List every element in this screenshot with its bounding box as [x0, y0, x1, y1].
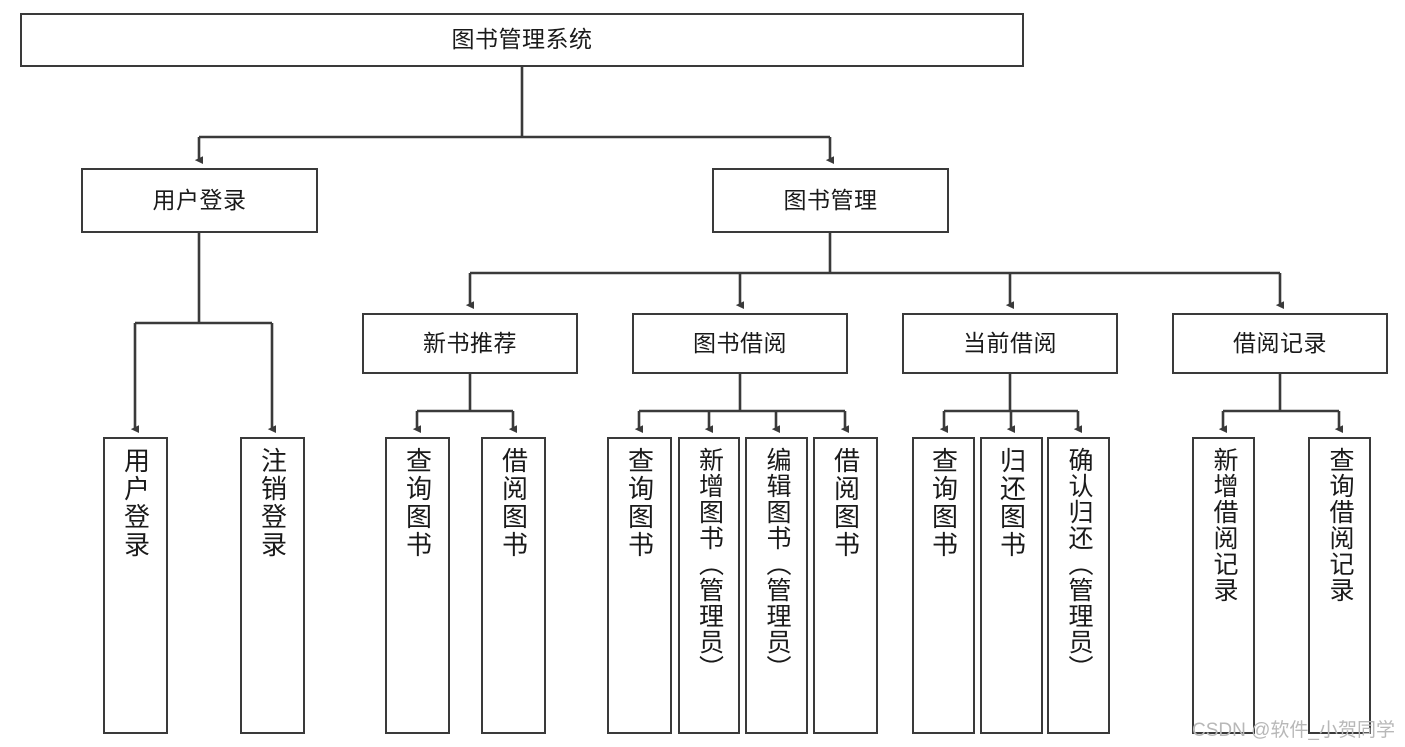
node-book-manage: 图书管理: [712, 168, 949, 233]
node-leaf-return-book: 归还图书: [980, 437, 1043, 734]
node-leaf-logout: 注销登录: [240, 437, 305, 734]
node-borrow-record: 借阅记录: [1172, 313, 1388, 374]
node-label: 新增图书（管理员）: [695, 447, 724, 681]
node-leaf-query-book-1: 查询图书: [385, 437, 450, 734]
node-label: 查询图书: [402, 447, 433, 559]
node-label: 借阅图书: [830, 447, 861, 559]
node-label: 注销登录: [257, 447, 288, 559]
node-label: 新增借阅记录: [1210, 447, 1238, 603]
node-label: 图书管理: [783, 186, 878, 213]
node-leaf-edit-book: 编辑图书（管理员）: [745, 437, 808, 734]
node-leaf-add-record: 新增借阅记录: [1192, 437, 1255, 734]
node-label: 归还图书: [996, 447, 1027, 559]
node-label: 用户登录: [120, 447, 151, 559]
node-label: 查询图书: [928, 447, 959, 559]
node-leaf-borrow-book-2: 借阅图书: [813, 437, 878, 734]
node-label: 借阅记录: [1233, 329, 1327, 356]
csdn-watermark: CSDN @软件_小贺同学: [1192, 720, 1395, 741]
node-leaf-query-book-2: 查询图书: [607, 437, 672, 734]
node-leaf-borrow-book-1: 借阅图书: [481, 437, 546, 734]
node-current-borrow: 当前借阅: [902, 313, 1118, 374]
node-new-book-rec: 新书推荐: [362, 313, 578, 374]
node-label: 用户登录: [152, 186, 247, 213]
node-label: 图书借阅: [693, 329, 787, 356]
node-label: 查询借阅记录: [1326, 447, 1354, 603]
node-leaf-user-login: 用户登录: [103, 437, 168, 734]
node-leaf-query-book-3: 查询图书: [912, 437, 975, 734]
node-root: 图书管理系统: [20, 13, 1024, 67]
node-label: 图书管理系统: [451, 26, 593, 53]
node-label: 确认归还（管理员）: [1065, 447, 1093, 681]
node-leaf-query-record: 查询借阅记录: [1308, 437, 1371, 734]
node-label: 当前借阅: [963, 329, 1057, 356]
node-book-borrow: 图书借阅: [632, 313, 848, 374]
node-label: 编辑图书（管理员）: [763, 447, 791, 681]
node-leaf-add-book: 新增图书（管理员）: [678, 437, 740, 734]
node-user-login: 用户登录: [81, 168, 318, 233]
node-label: 新书推荐: [423, 329, 517, 356]
node-label: 查询图书: [624, 447, 655, 559]
node-label: 借阅图书: [498, 447, 529, 559]
node-leaf-confirm-ret: 确认归还（管理员）: [1047, 437, 1110, 734]
